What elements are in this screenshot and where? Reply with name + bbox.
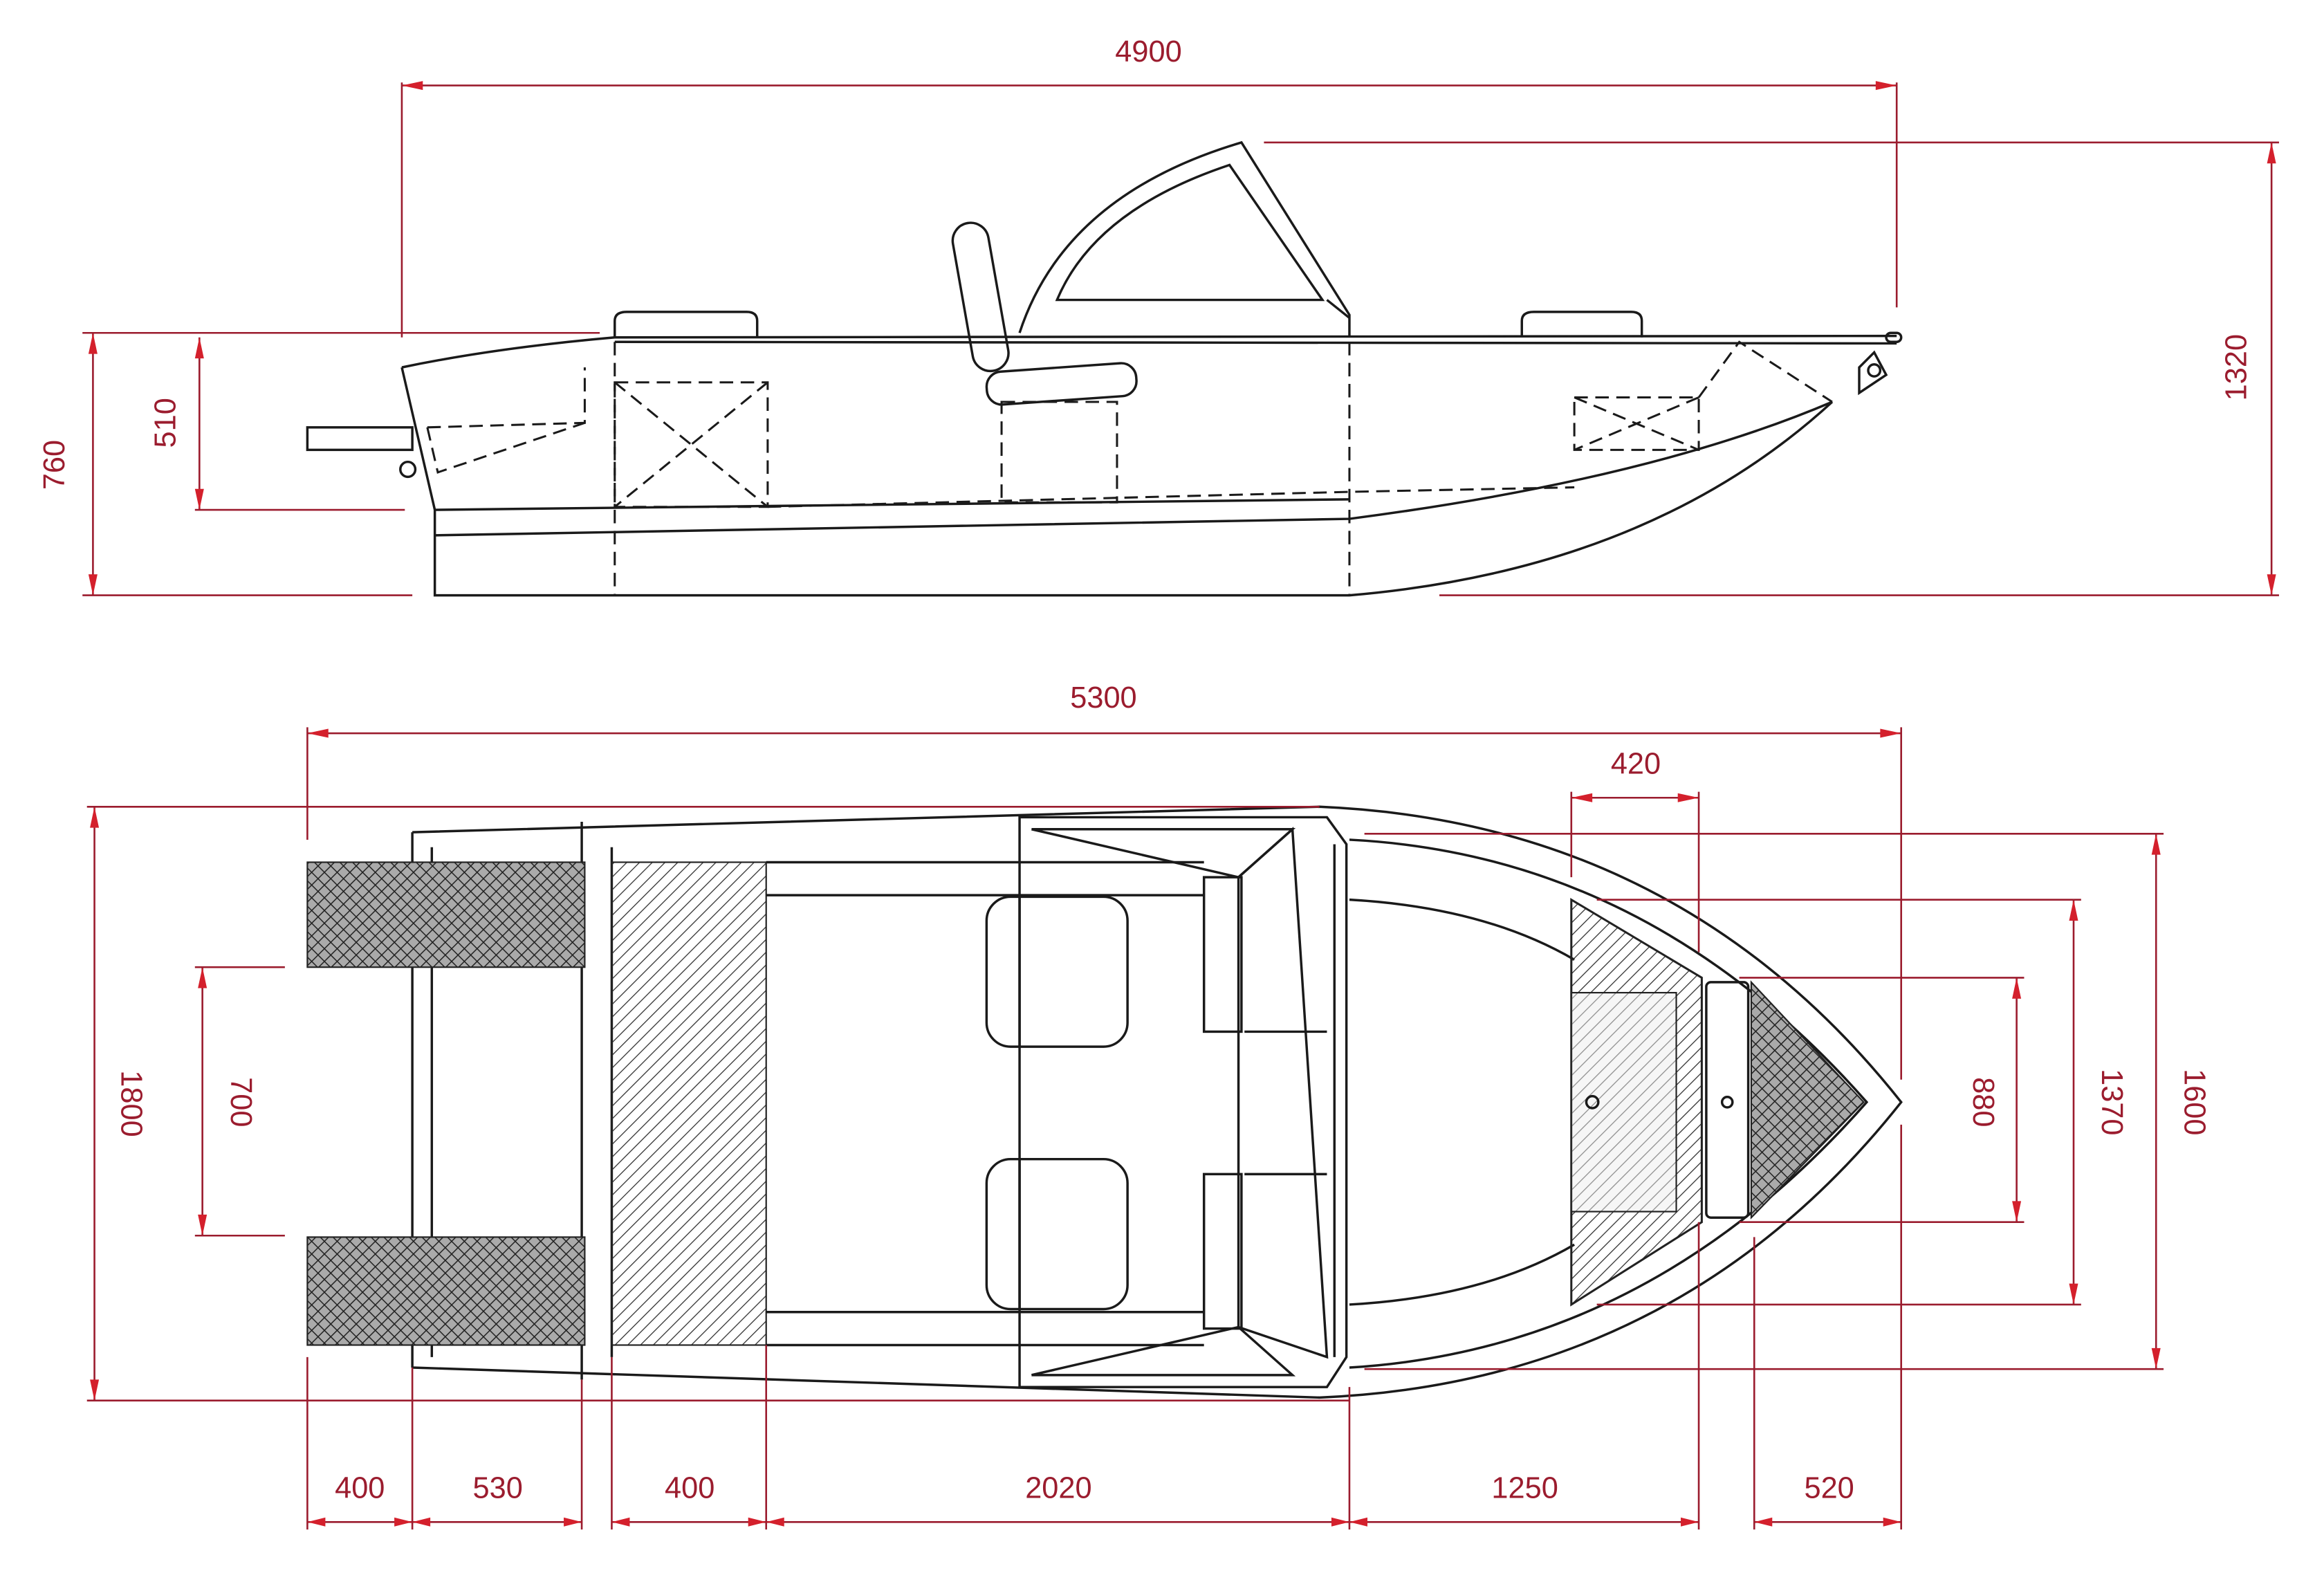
bow-hatch (1570, 897, 1865, 1307)
bow-eye (1858, 350, 1888, 396)
engine-pads (306, 861, 586, 1346)
outboard-bracket (306, 426, 417, 479)
dim-label-bow-1370: 1370 (2095, 1069, 2128, 1135)
dim-top-length: 5300 (306, 681, 1902, 1080)
internal-compartments (426, 340, 1833, 596)
dim-side-length: 4900 (400, 35, 1898, 338)
rear-bench-hatched (611, 861, 767, 1346)
dim-label-beam: 1800 (115, 1070, 148, 1137)
dim-bottom-segments: 400 530 400 2020 1250 520 (306, 1124, 1902, 1530)
dim-bow-1600: 1600 (1364, 832, 2211, 1370)
dim-label-side-height: 1320 (2220, 334, 2253, 401)
rail-handles (614, 311, 1643, 338)
dim-label-segment: 400 (665, 1472, 714, 1505)
dim-label-top-length: 5300 (1070, 681, 1136, 715)
dim-bow-880: 880 (1739, 977, 2025, 1224)
dim-bow-hatch: 420 (1570, 748, 1700, 953)
dim-label-segment: 530 (473, 1472, 523, 1505)
seats-top (985, 895, 1129, 1311)
top-view: 5300 1800 700 420 880 1370 (86, 681, 2211, 1530)
dim-label-segment: 400 (335, 1472, 385, 1505)
seat-side (951, 221, 1138, 504)
hull-side-outline (400, 331, 1903, 597)
dim-side-height: 1320 (1264, 141, 2279, 596)
side-view: 4900 1320 760 510 (38, 35, 2279, 597)
dim-label-bow-880: 880 (1966, 1077, 2000, 1127)
dim-bracket-height: 510 (149, 337, 405, 511)
windshield-side (1018, 140, 1351, 338)
dim-label-transom-height: 760 (38, 440, 71, 490)
dim-transom-height: 760 (38, 331, 600, 596)
dim-label-engine-spacing: 700 (224, 1077, 257, 1127)
dim-label-bracket-height: 510 (149, 398, 183, 448)
dim-bow-1370: 1370 (1596, 899, 2128, 1306)
cockpit (766, 861, 1243, 1347)
dim-label-segment: 2020 (1025, 1472, 1091, 1505)
dim-label-side-length: 4900 (1115, 35, 1181, 68)
dim-beam: 1800 (86, 805, 1349, 1401)
dim-label-segment: 520 (1804, 1472, 1854, 1505)
console-windshield-top (1018, 816, 1348, 1388)
dim-label-segment: 1250 (1491, 1472, 1558, 1505)
dim-engine-spacing: 700 (194, 966, 285, 1237)
dim-label-bow-hatch: 420 (1611, 748, 1661, 781)
dim-label-bow-1600: 1600 (2177, 1069, 2211, 1135)
